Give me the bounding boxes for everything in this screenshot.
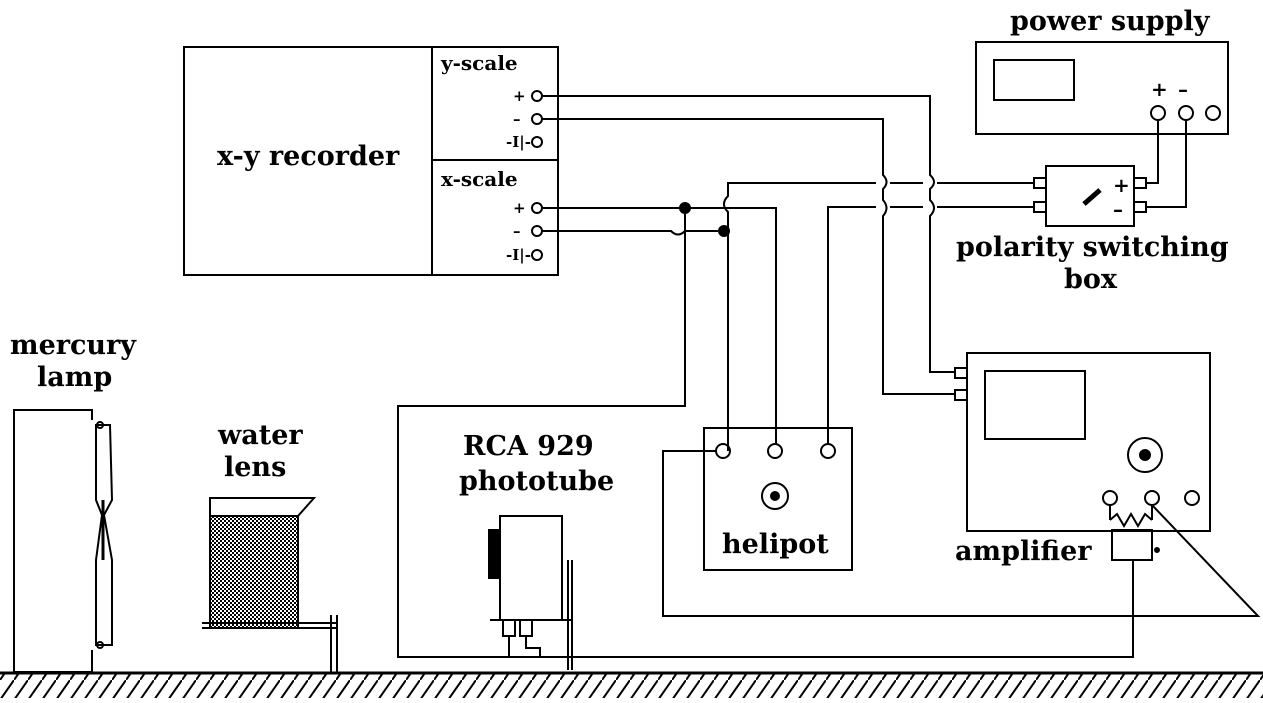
y-plus-terminal-label: + <box>513 87 526 105</box>
ps-minus-label: – <box>1178 77 1188 101</box>
water-lens-label-line2: lens <box>224 452 286 483</box>
wiring <box>397 95 1261 658</box>
water-lens-label-line1: water <box>217 420 303 451</box>
helipot <box>703 427 853 571</box>
xy-recorder-label: x-y recorder <box>217 141 400 172</box>
y-ground-terminal-label: -I|- <box>506 133 531 151</box>
amplifier <box>954 352 1211 561</box>
y-minus-terminal-label: – <box>513 110 521 128</box>
ps-plus-label: + <box>1151 77 1168 101</box>
phototube-label-line1: RCA 929 <box>463 431 594 462</box>
floor <box>0 671 1263 698</box>
mercury-lamp <box>13 409 114 673</box>
x-ground-terminal-label: -I|- <box>506 246 531 264</box>
amplifier-label: amplifier <box>955 536 1092 567</box>
mercury-lamp-label-line1: mercury <box>10 330 137 361</box>
power-supply-label: power supply <box>1010 6 1211 37</box>
y-scale-label: y-scale <box>440 51 518 75</box>
xy-recorder <box>183 46 559 276</box>
box-plus-label: + <box>1113 173 1130 197</box>
polarity-switching-label-line2: box <box>1064 264 1118 295</box>
mercury-lamp-label-line2: lamp <box>37 362 112 393</box>
x-minus-terminal-label: – <box>513 222 521 240</box>
power-supply <box>975 41 1229 135</box>
x-scale-label: x-scale <box>441 167 518 191</box>
polarity-switching-label-line1: polarity switching <box>956 232 1229 263</box>
water-lens <box>202 497 338 672</box>
box-minus-label: – <box>1113 197 1123 221</box>
x-plus-terminal-label: + <box>513 199 526 217</box>
phototube-label-line2: phototube <box>459 466 614 497</box>
helipot-label: helipot <box>722 529 829 560</box>
rca-929-phototube <box>488 515 573 670</box>
